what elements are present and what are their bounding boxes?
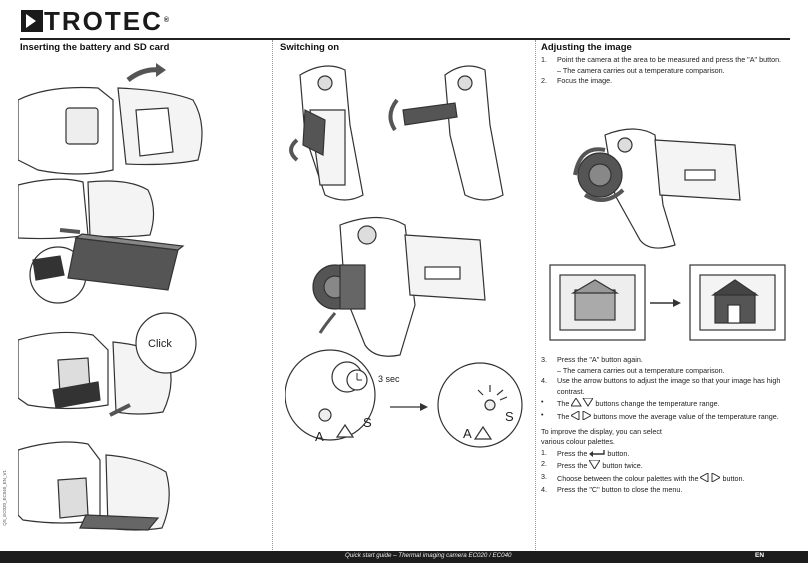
switch-on-section-title: Switching on [280,42,340,53]
brand-name: TROTEC® [44,6,172,36]
step-item: •The buttons change the temperature rang… [541,397,720,409]
down-arrow-icon [588,459,602,471]
step-item: 1.Press the button. [541,447,630,458]
step-item: 3.Press the "A" button again. [541,355,643,364]
footer-bar [0,551,808,563]
step-item: – The camera carries out a temperature c… [557,365,725,375]
palette-intro: To improve the display, you can select v… [541,426,662,447]
key-a-label-2: A [463,426,472,441]
step-item: 1.Point the camera at the area to be mea… [541,55,782,64]
footer-language: EN [755,552,765,559]
left-right-arrow-icon [570,410,593,421]
document-id: QS_EC020_EC040_EN_V1 [2,470,7,526]
adjust-illustrations [549,128,786,341]
step-item: 4.Use the arrow buttons to adjust the im… [541,376,781,396]
battery-section-title: Inserting the battery and SD card [20,42,170,53]
timer-label: 3 sec [378,374,400,384]
step-item: 2.Press the button twice. [541,459,643,471]
enter-arrow-icon [589,449,606,457]
key-s-label-2: S [505,409,514,424]
left-right-arrow-icon [699,472,722,483]
footer-text: Quick start guide – Thermal imaging came… [345,552,512,559]
switch-on-illustrations: A S A S 3 sec [285,65,523,448]
column-divider-2 [535,40,536,550]
brand-logo: TROTEC® [20,8,171,34]
adjust-steps-b: 3.Press the "A" button again. – The came… [541,355,791,495]
column-divider-1 [272,40,273,550]
up-down-arrow-icon [570,397,595,408]
step-item: – The camera carries out a temperature c… [557,65,725,75]
step-item: •The buttons move the average value of t… [541,409,779,421]
adjust-steps-a: 1.Point the camera at the area to be mea… [541,55,791,87]
step-item: 3.Choose between the colour palettes wit… [541,471,745,483]
header-rule [20,38,790,40]
key-a-label-1: A [315,429,324,444]
trotec-logo-mark-icon [21,10,43,32]
step-item: 2.Focus the image. [541,76,613,86]
battery-illustrations: Click [18,63,203,531]
key-s-label-1: S [363,415,372,430]
adjust-section-title: Adjusting the image [541,42,632,53]
step-item: 4.Press the "C" button to close the menu… [541,484,683,494]
click-label: Click [148,338,172,350]
